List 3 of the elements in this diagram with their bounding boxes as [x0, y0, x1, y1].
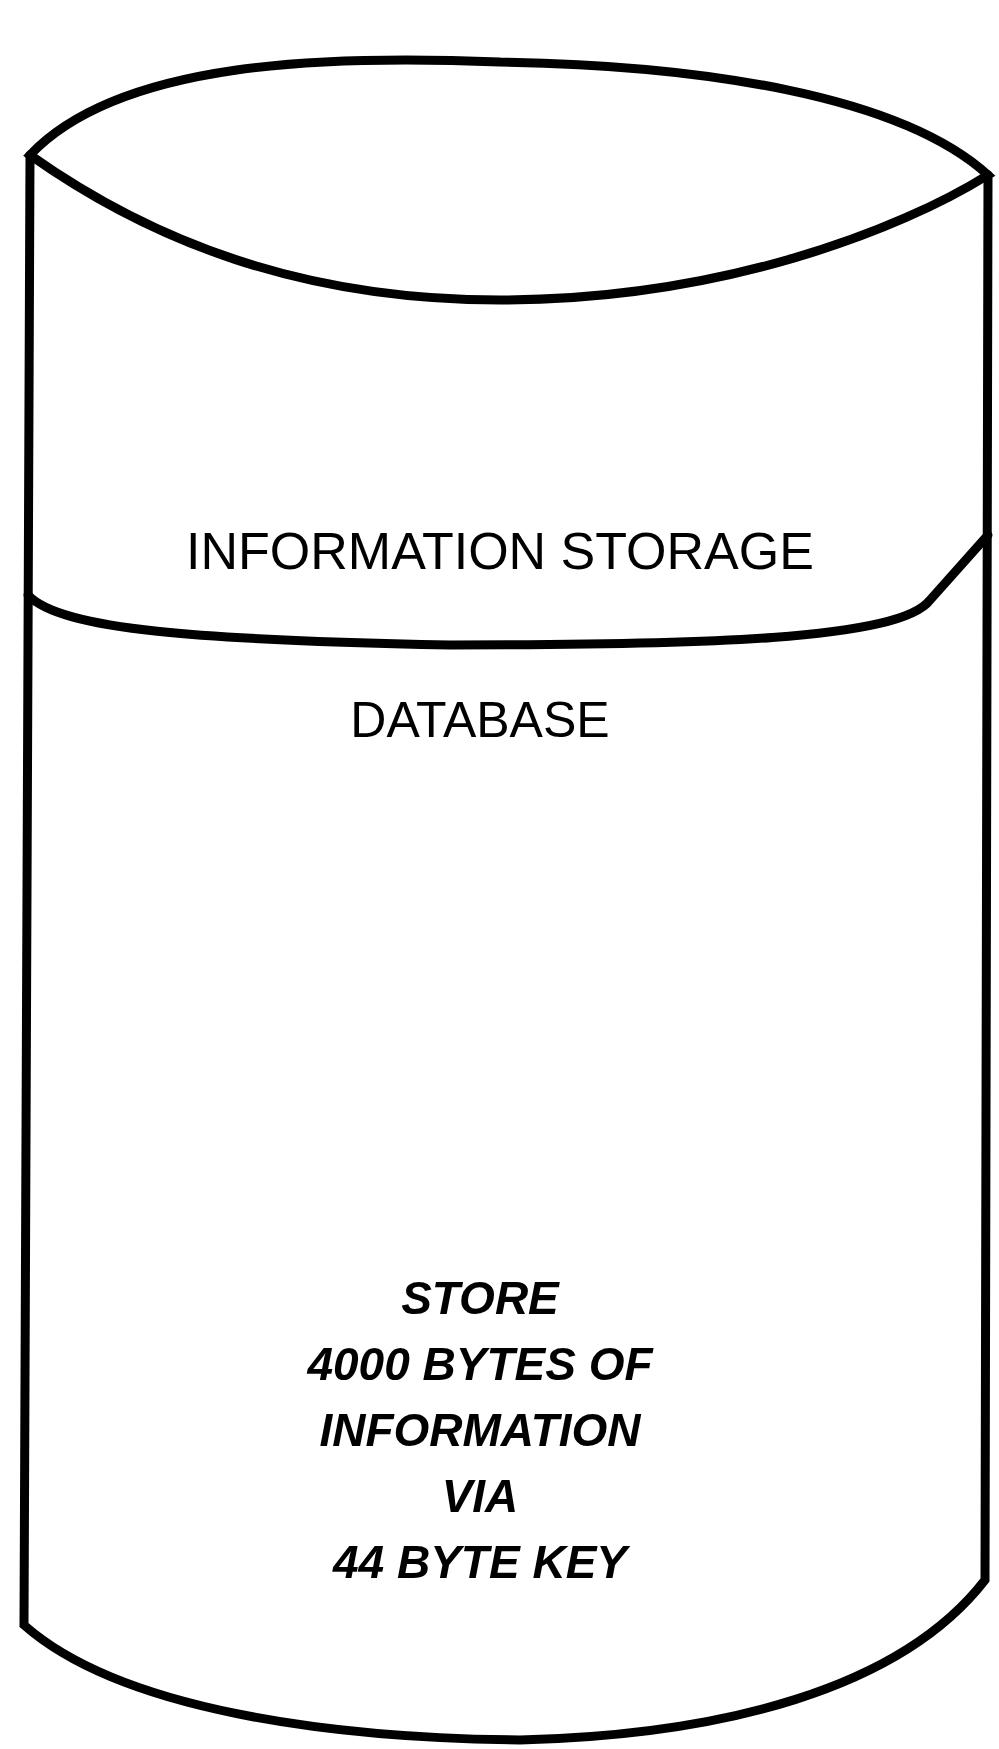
heading-text: DATABASE [349, 691, 611, 750]
heading-text: INFORMATION STORAGE [185, 521, 815, 582]
description-text: STORE 4000 BYTES OF INFORMATION VIA 44 BYTE KEY [306, 1271, 655, 1590]
